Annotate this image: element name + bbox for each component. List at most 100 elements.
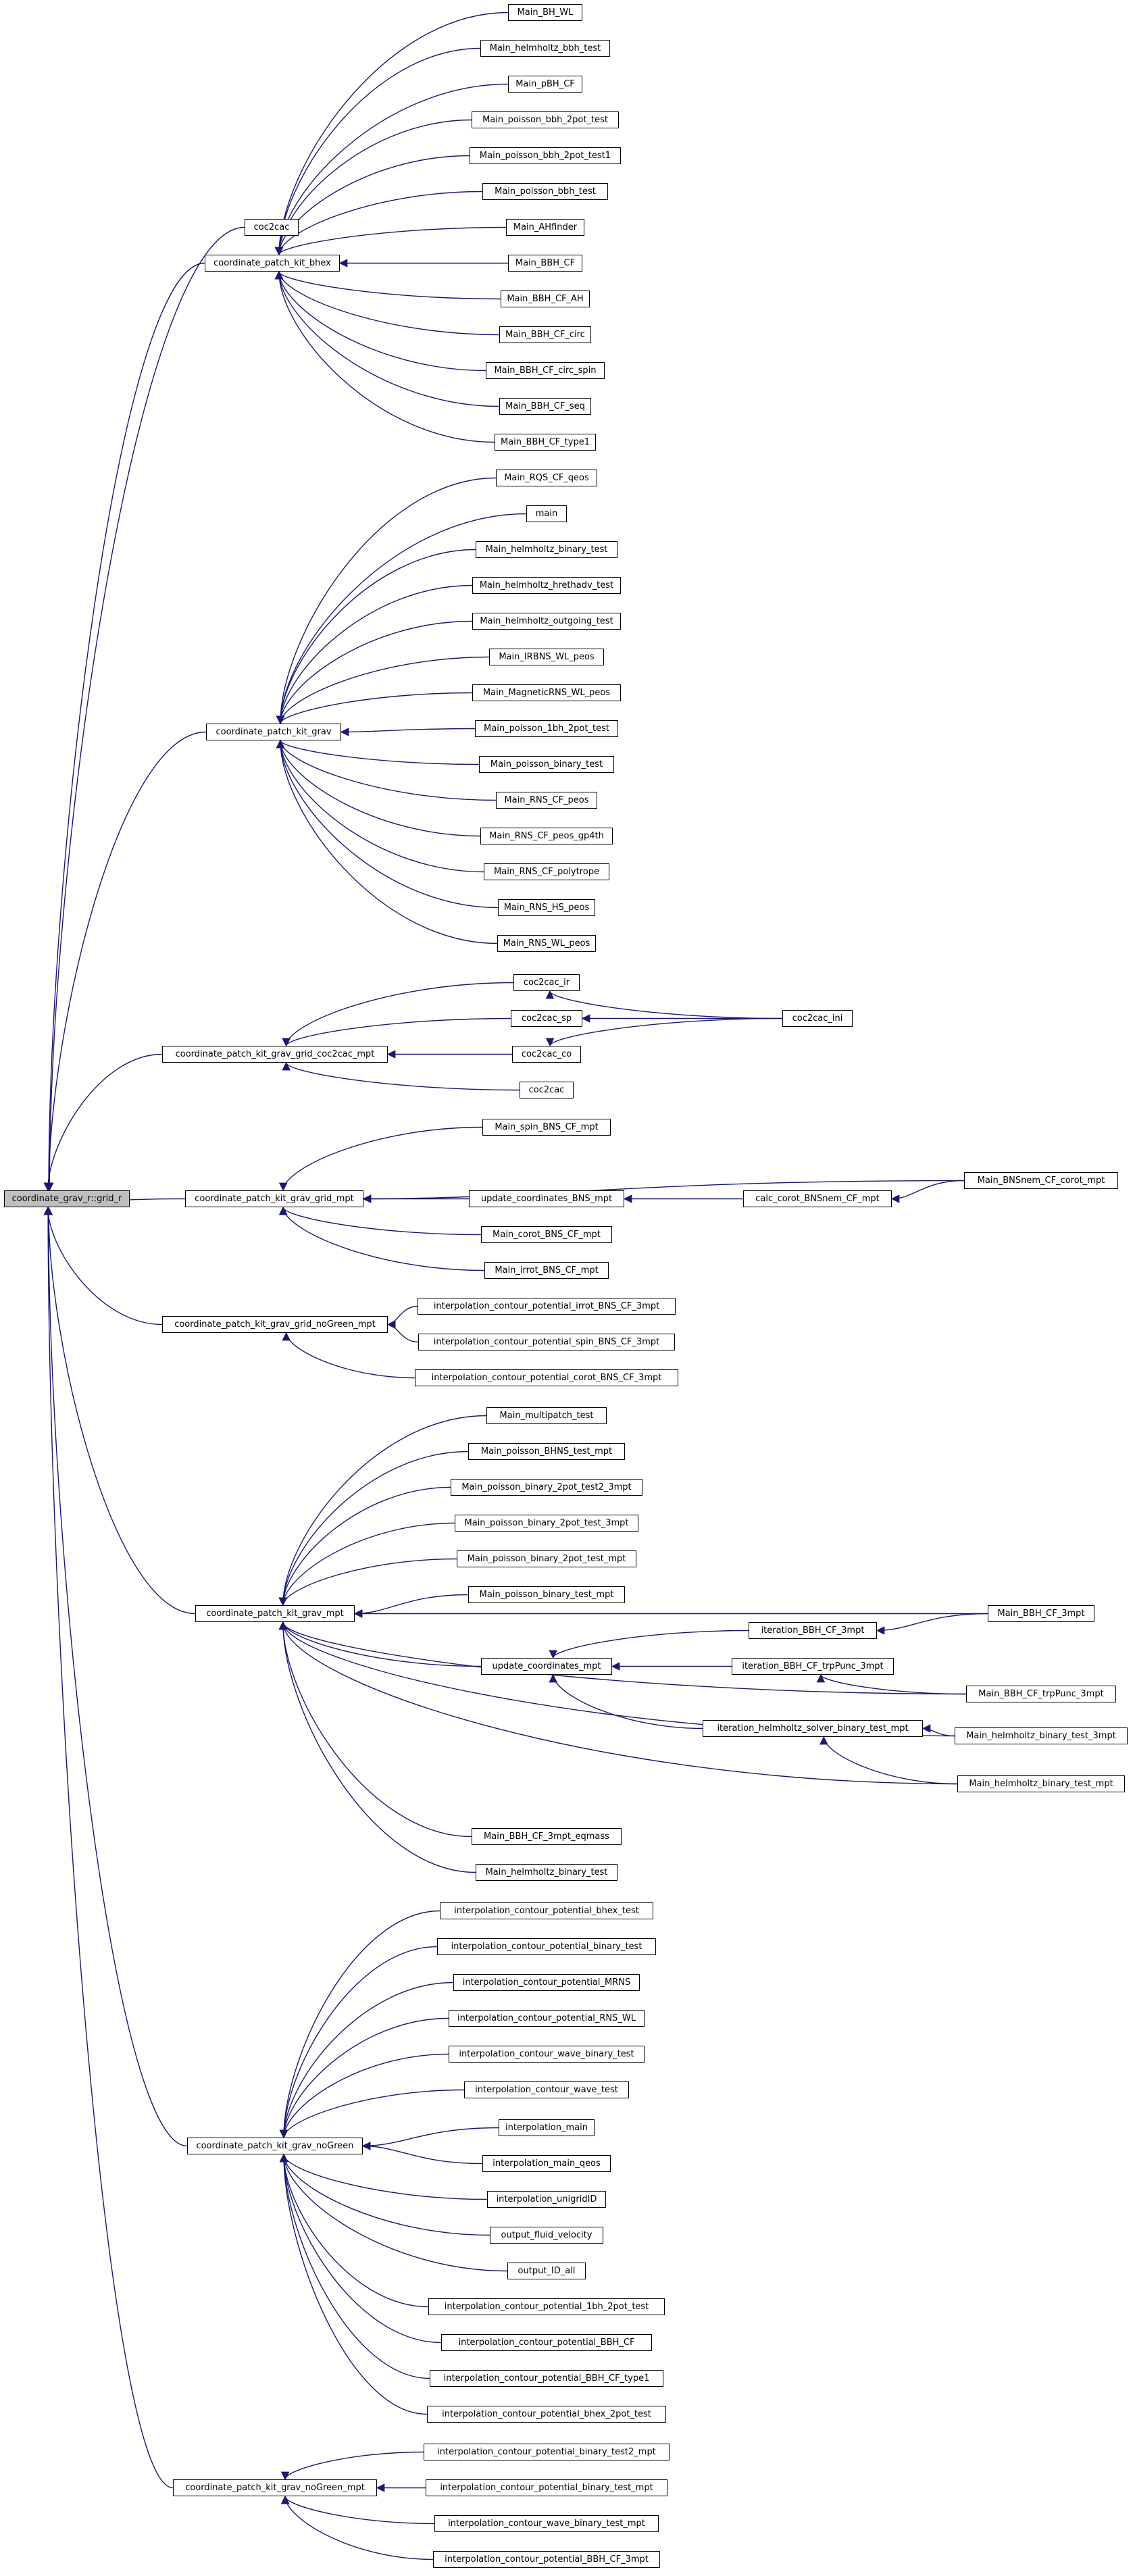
graph-node[interactable]: Main_poisson_bbh_2pot_test [472, 111, 619, 128]
graph-node[interactable]: Main_poisson_binary_2pot_test_mpt [457, 1550, 636, 1567]
graph-node[interactable]: Main_RQS_CF_qeos [496, 470, 597, 486]
call-edge [276, 549, 476, 725]
graph-node[interactable]: interpolation_main_qeos [482, 2155, 611, 2172]
graph-node[interactable]: interpolation_contour_potential_1bh_2pot… [428, 2298, 665, 2315]
call-edge [278, 1621, 476, 1873]
graph-node[interactable]: Main_RNS_CF_peos [496, 792, 597, 809]
graph-node[interactable]: coordinate_patch_kit_grav_mpt [195, 1605, 355, 1622]
graph-node[interactable]: Main_BNSnem_CF_corot_mpt [964, 1172, 1118, 1189]
graph-node[interactable]: coordinate_patch_kit_grav_noGreen_mpt [173, 2479, 377, 2496]
graph-node[interactable]: Main_poisson_1bh_2pot_test [475, 720, 618, 737]
graph-node[interactable]: Main_helmholtz_hrethadv_test [472, 577, 621, 594]
graph-node[interactable]: interpolation_contour_potential_binary_t… [426, 2479, 667, 2496]
graph-node[interactable]: interpolation_contour_potential_RNS_WL [449, 2010, 645, 2027]
graph-node[interactable]: calc_corot_BNSnem_CF_mpt [743, 1190, 892, 1207]
graph-node[interactable]: coordinate_patch_kit_grav_grid_coc2cac_m… [162, 1046, 388, 1063]
graph-node[interactable]: Main_helmholtz_binary_test [476, 1864, 617, 1881]
graph-node[interactable]: Main_spin_BNS_CF_mpt [482, 1119, 611, 1136]
graph-node[interactable]: Main_helmholtz_binary_test_3mpt [955, 1727, 1128, 1744]
graph-node[interactable]: coc2cac_ini [782, 1010, 853, 1027]
graph-node[interactable]: interpolation_contour_potential_irrot_BN… [418, 1298, 676, 1315]
graph-node[interactable]: Main_BBH_CF_seq [499, 398, 591, 415]
graph-node[interactable]: Main_poisson_binary_test [479, 756, 614, 773]
graph-node[interactable]: Main_RNS_CF_polytrope [484, 863, 609, 880]
graph-node[interactable]: coordinate_patch_kit_grav_grid_noGreen_m… [162, 1316, 388, 1333]
call-edge [280, 2451, 424, 2481]
graph-node[interactable]: interpolation_contour_potential_MRNS [453, 1974, 640, 1991]
graph-node[interactable]: output_ID_all [507, 2263, 586, 2279]
graph-node[interactable]: Main_BBH_CF_trpPunc_3mpt [966, 1686, 1116, 1702]
call-edge [43, 1053, 163, 1192]
graph-node[interactable]: coc2cac [520, 1082, 574, 1098]
graph-node[interactable]: interpolation_contour_wave_binary_test_m… [434, 2515, 659, 2532]
graph-node[interactable]: iteration_BBH_CF_trpPunc_3mpt [732, 1658, 894, 1675]
graph-node[interactable]: Main_BBH_CF [508, 255, 582, 272]
graph-node[interactable]: coc2cac_ir [513, 974, 580, 991]
call-edge [362, 1180, 965, 1203]
graph-node[interactable]: Main_BH_WL [508, 4, 582, 21]
graph-node[interactable]: Main_poisson_binary_test_mpt [468, 1586, 625, 1603]
call-edge [549, 1673, 703, 1729]
graph-node[interactable]: Main_BBH_CF_circ [499, 326, 591, 343]
graph-node[interactable]: Main_poisson_bbh_2pot_test1 [470, 147, 621, 164]
graph-node[interactable]: interpolation_contour_potential_bhex_2po… [427, 2406, 666, 2423]
graph-node[interactable]: coc2cac [245, 219, 299, 236]
call-edge [276, 739, 499, 909]
graph-node[interactable]: Main_poisson_binary_2pot_test_3mpt [455, 1515, 638, 1532]
graph-node[interactable]: Main_BBH_CF_circ_spin [486, 362, 605, 379]
graph-node[interactable]: Main_helmholtz_bbh_test [480, 40, 610, 57]
graph-node[interactable]: Main_MagneticRNS_WL_peos [472, 684, 621, 701]
graph-node[interactable]: Main_poisson_bbh_test [482, 183, 608, 200]
graph-node[interactable]: interpolation_contour_potential_bhex_tes… [440, 1902, 653, 1919]
graph-node[interactable]: Main_irrot_BNS_CF_mpt [484, 1262, 609, 1279]
graph-node[interactable]: coordinate_patch_kit_bhex [205, 255, 340, 272]
graph-node[interactable]: interpolation_contour_potential_corot_BN… [415, 1369, 678, 1386]
graph-node[interactable]: Main_BBH_CF_3mpt_eqmass [472, 1828, 622, 1845]
graph-node[interactable]: Main_IRBNS_WL_peos [489, 649, 604, 665]
graph-node[interactable]: main [526, 505, 567, 522]
graph-node[interactable]: Main_BBH_CF_3mpt [988, 1605, 1094, 1622]
graph-node[interactable]: Main_BBH_CF_AH [501, 291, 590, 307]
call-edge [274, 83, 509, 256]
call-edge [45, 226, 245, 1192]
graph-node[interactable]: coc2cac_sp [511, 1010, 582, 1027]
graph-node[interactable]: Main_helmholtz_binary_test [476, 541, 617, 558]
graph-node[interactable]: coordinate_patch_kit_grav_grid_mpt [185, 1190, 363, 1207]
graph-node[interactable]: coordinate_patch_kit_grav [206, 724, 341, 740]
graph-node[interactable]: coc2cac_co [512, 1046, 581, 1063]
graph-node[interactable]: Main_helmholtz_binary_test_mpt [957, 1775, 1125, 1792]
call-edge [276, 513, 527, 725]
graph-node[interactable]: interpolation_contour_wave_binary_test [449, 2046, 645, 2063]
graph-node[interactable]: interpolation_contour_potential_spin_BNS… [418, 1334, 675, 1350]
graph-node[interactable]: Main_helmholtz_outgoing_test [472, 613, 621, 630]
call-edge [279, 2153, 428, 2415]
graph-node[interactable]: interpolation_contour_potential_binary_t… [424, 2444, 670, 2460]
graph-node[interactable]: Main_RNS_WL_peos [497, 935, 596, 952]
graph-node[interactable]: interpolation_main [499, 2119, 595, 2136]
graph-node[interactable]: update_coordinates_BNS_mpt [469, 1190, 624, 1207]
graph-node[interactable]: iteration_BBH_CF_3mpt [749, 1622, 877, 1639]
graph-node[interactable]: output_fluid_velocity [490, 2227, 603, 2244]
graph-node[interactable]: Main_BBH_CF_type1 [495, 434, 596, 451]
root-node[interactable]: coordinate_grav_r::grid_r [4, 1190, 130, 1207]
graph-node[interactable]: interpolation_contour_potential_BBH_CF_t… [430, 2370, 663, 2387]
graph-node[interactable]: Main_RNS_HS_peos [498, 899, 595, 916]
call-edge [276, 739, 498, 944]
call-edge [282, 1017, 511, 1047]
graph-node[interactable]: Main_multipatch_test [486, 1407, 607, 1424]
graph-node[interactable]: interpolation_contour_potential_BBH_CF [441, 2334, 652, 2351]
graph-node[interactable]: coordinate_patch_kit_grav_noGreen [187, 2138, 363, 2154]
graph-node[interactable]: Main_RNS_CF_peos_gp4th [480, 828, 613, 844]
graph-node[interactable]: Main_corot_BNS_CF_mpt [481, 1226, 612, 1243]
call-edge [361, 2127, 499, 2150]
graph-node[interactable]: Main_AHfinder [506, 219, 584, 236]
graph-node[interactable]: interpolation_contour_wave_test [464, 2081, 629, 2098]
graph-node[interactable]: Main_poisson_BHNS_test_mpt [468, 1443, 625, 1460]
graph-node[interactable]: iteration_helmholtz_solver_binary_test_m… [703, 1720, 923, 1737]
graph-node[interactable]: interpolation_contour_potential_BBH_CF_3… [433, 2551, 660, 2568]
graph-node[interactable]: interpolation_unigridID [487, 2191, 606, 2208]
graph-node[interactable]: update_coordinates_mpt [481, 1658, 612, 1675]
graph-node[interactable]: Main_pBH_CF [508, 76, 582, 93]
graph-node[interactable]: interpolation_contour_potential_binary_t… [437, 1938, 656, 1955]
graph-node[interactable]: Main_poisson_binary_2pot_test2_3mpt [451, 1479, 642, 1496]
